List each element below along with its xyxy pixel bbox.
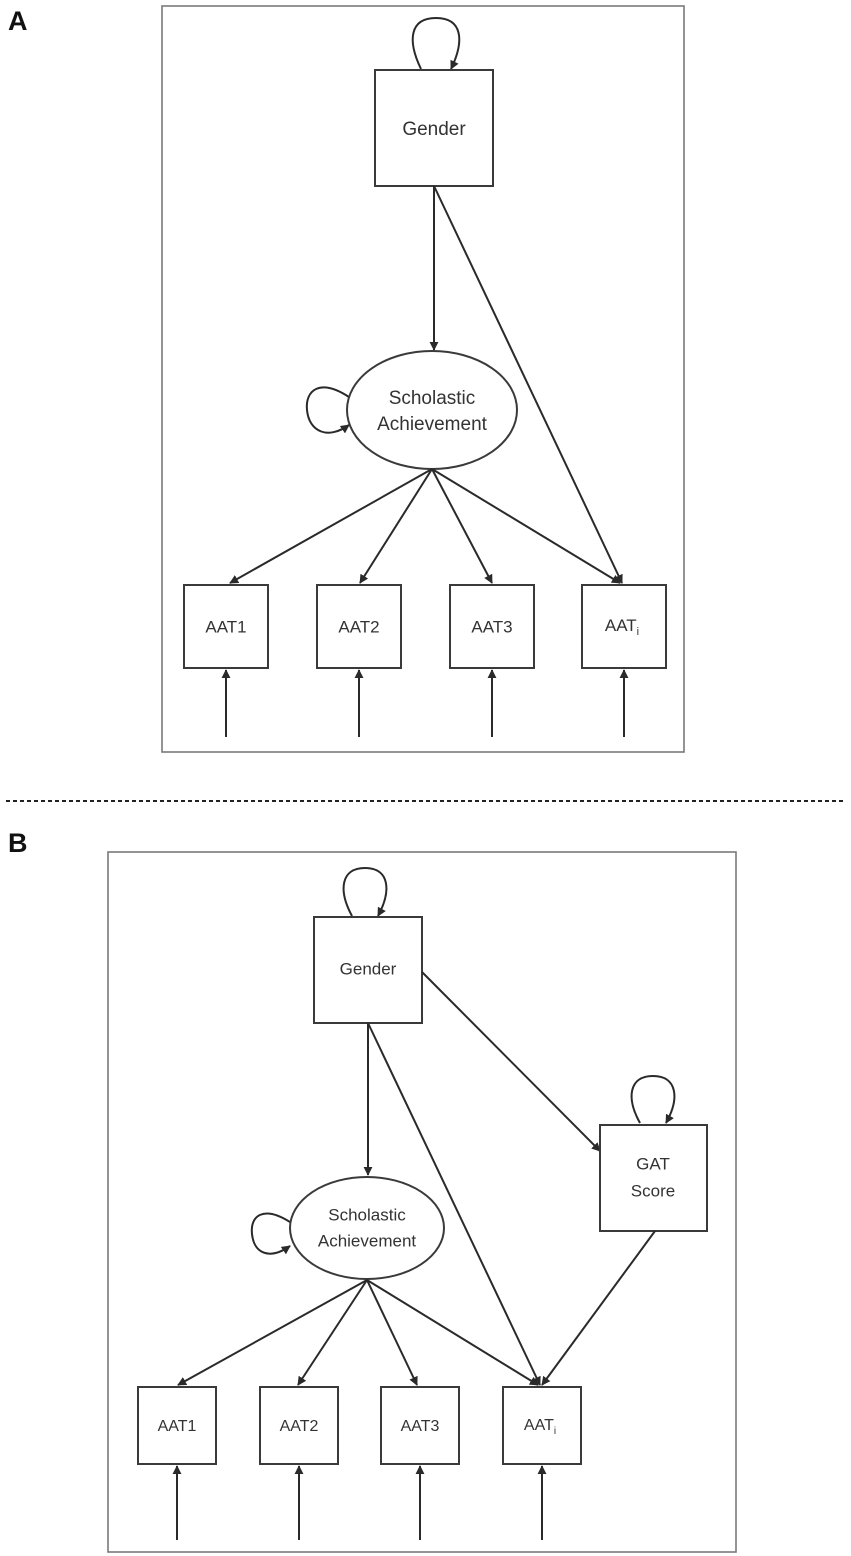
panel-b-indicator-aat3: AAT3 xyxy=(380,1386,460,1465)
panel-a-gender-to-aati-arrow xyxy=(433,185,623,584)
panel-b-latent-label-line2: Achievement xyxy=(318,1231,417,1250)
panel-a-indicator-aat2-label: AAT2 xyxy=(338,617,379,636)
panel-b-indicator-aati: AATi xyxy=(502,1386,582,1465)
panel-b-gat-variance-loop xyxy=(630,1074,676,1124)
panel-b-indicator-aat2: AAT2 xyxy=(259,1386,339,1465)
panel-a-latent-node: Scholastic Achievement xyxy=(346,350,518,470)
panel-b-indicator-aat3-label: AAT3 xyxy=(401,1418,440,1435)
panel-b-indicator-aat1-label: AAT1 xyxy=(158,1418,197,1435)
panel-b-latent-variance-loop xyxy=(250,1212,291,1255)
panel-b-gender-to-aati-arrow xyxy=(367,1022,541,1386)
panel-a-indicator-aat1-label: AAT1 xyxy=(205,617,246,636)
panel-a: A Gender Scholastic Achievement AAT1 xyxy=(8,5,685,753)
panel-a-latent-label-line1: Scholastic xyxy=(389,388,476,409)
panel-a-indicator-aati: AATi xyxy=(581,584,667,669)
panel-a-indicator-aat3-label: AAT3 xyxy=(471,617,512,636)
panel-a-loading-aat1-arrow xyxy=(229,468,433,584)
panel-b-gender-to-gat-arrow xyxy=(421,971,601,1152)
panel-b-indicator-aat1: AAT1 xyxy=(137,1386,217,1465)
panel-a-indicator-aat1: AAT1 xyxy=(183,584,269,669)
panel-a-gender-variance-loop xyxy=(411,16,461,70)
panel-b-loading-aat3-arrow xyxy=(366,1279,418,1386)
panel-a-indicator-aat3: AAT3 xyxy=(449,584,535,669)
panel-b-indicator-aati-label: AATi xyxy=(524,1417,556,1436)
panel-b-gat-label-line1: GAT xyxy=(636,1154,670,1173)
panel-a-gender-label: Gender xyxy=(402,119,466,140)
panel-b-loading-aati-arrow xyxy=(366,1279,539,1386)
panel-a-indicator-aat2: AAT2 xyxy=(316,584,402,669)
panel-a-indicator-aati-label: AATi xyxy=(605,616,639,637)
panel-a-loading-aat3-arrow xyxy=(431,468,493,584)
panel-b-gat-to-aati-arrow xyxy=(541,1230,656,1386)
panel-b-gender-variance-loop xyxy=(342,866,388,917)
panel-a-gender-node: Gender xyxy=(374,69,494,187)
panel-b-gender-node: Gender xyxy=(313,916,423,1024)
panel-a-latent-variance-loop xyxy=(305,386,350,434)
panel-b-loading-aat1-arrow xyxy=(177,1279,368,1386)
panel-b-latent-node: Scholastic Achievement xyxy=(289,1176,445,1280)
panel-b-indicator-aat2-label: AAT2 xyxy=(280,1418,319,1435)
panel-a-loading-aat2-arrow xyxy=(359,468,433,584)
panel-b-letter: B xyxy=(8,828,28,858)
panel-a-loading-aati-arrow xyxy=(431,468,621,584)
panel-b: B Gender GAT Score Scholastic xyxy=(8,828,737,1553)
panel-a-latent-label-line2: Achievement xyxy=(377,414,488,435)
panel-b-gat-node: GAT Score xyxy=(599,1124,708,1232)
panel-b-loading-aat2-arrow xyxy=(297,1279,368,1386)
panel-b-gat-label-line2: Score xyxy=(631,1181,675,1200)
panel-b-gender-label: Gender xyxy=(340,959,397,978)
panel-a-letter: A xyxy=(8,6,28,36)
panel-b-latent-label-line1: Scholastic xyxy=(328,1205,406,1224)
